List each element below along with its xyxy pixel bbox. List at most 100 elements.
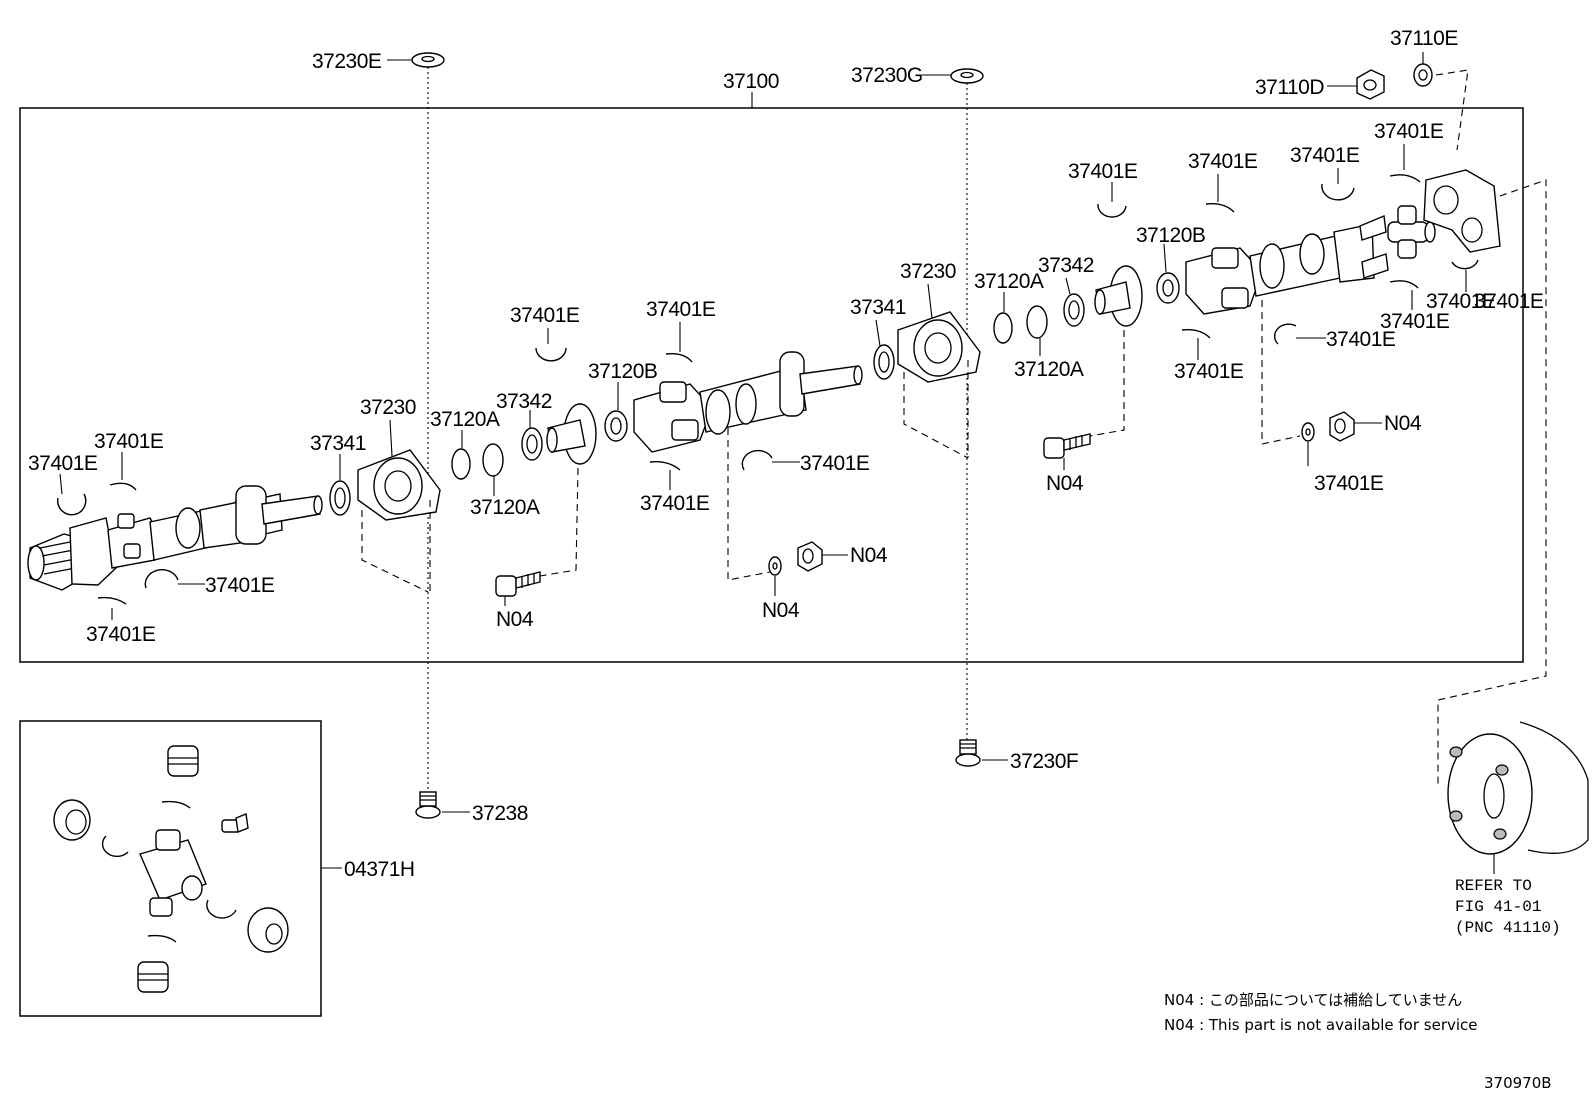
kit-04371h bbox=[53, 745, 342, 993]
label-snap-ring: 37401E bbox=[1068, 160, 1138, 183]
label-n04: N04 bbox=[1046, 472, 1084, 495]
label-37100: 37100 bbox=[723, 70, 779, 93]
label-37230f: 37230F bbox=[1010, 750, 1078, 773]
label-snap-ring: 37401E bbox=[800, 452, 870, 475]
label-snap-ring: 37401E bbox=[1374, 120, 1444, 143]
ring-37120a-left bbox=[451, 443, 504, 480]
label-37341-right: 37341 bbox=[850, 296, 906, 319]
snap-ring-10 bbox=[1205, 202, 1235, 213]
snap-ring-14 bbox=[1389, 280, 1419, 289]
refer-text: REFER TO FIG 41-01 (PNC 41110) bbox=[1455, 877, 1561, 937]
label-snap-ring: 37401E bbox=[1290, 144, 1360, 167]
note-en: N04 : This part is not available for ser… bbox=[1164, 1016, 1478, 1034]
washer-n04-rear bbox=[1301, 422, 1315, 442]
bolt-n04-right bbox=[1043, 433, 1091, 459]
ring-37120a-right bbox=[993, 305, 1048, 344]
snap-ring-7 bbox=[649, 460, 681, 471]
bolt-n04-left bbox=[495, 571, 541, 597]
label-37120b-right: 37120B bbox=[1136, 224, 1205, 247]
differential-flange bbox=[1447, 721, 1589, 874]
label-snap-ring: 37401E bbox=[28, 452, 98, 475]
snap-ring-4 bbox=[97, 596, 127, 605]
flange-left bbox=[539, 403, 597, 577]
nut-n04-rear bbox=[1329, 411, 1355, 442]
snap-ring-3 bbox=[144, 569, 179, 589]
label-snap-ring: 37401E bbox=[640, 492, 710, 515]
note-jp: N04 : この部品については補給していません bbox=[1164, 991, 1462, 1009]
front-propeller-shaft bbox=[27, 485, 323, 591]
snap-ring-1 bbox=[57, 493, 87, 516]
snap-ring-2 bbox=[109, 482, 137, 491]
bolt-37238 bbox=[415, 791, 470, 819]
center-propeller-shaft bbox=[633, 351, 863, 453]
part-labels: 37230E 37100 37230G 37110E 37110D 37401E… bbox=[28, 27, 1544, 881]
label-37342-left: 37342 bbox=[496, 390, 552, 413]
svg-text:REFER TO: REFER TO bbox=[1455, 877, 1532, 895]
label-snap-ring: 37401E bbox=[1426, 290, 1496, 313]
label-37238: 37238 bbox=[472, 802, 528, 825]
dash-rear-2 bbox=[1261, 300, 1301, 445]
label-snap-ring: 37401E bbox=[1188, 150, 1258, 173]
snap-ring-12 bbox=[1389, 174, 1421, 183]
bearing-37342-right bbox=[1063, 293, 1085, 327]
figure-code: 370970B bbox=[1484, 1074, 1552, 1092]
label-snap-ring: 37401E bbox=[510, 304, 580, 327]
snap-ring-5 bbox=[535, 347, 567, 362]
snap-ring-9 bbox=[1097, 203, 1127, 218]
washer-n04-mid bbox=[768, 556, 782, 576]
snap-ring-16 bbox=[1273, 323, 1297, 345]
bearing-37341-right bbox=[873, 344, 895, 380]
label-snap-ring: 37401E bbox=[205, 574, 275, 597]
spider-rear bbox=[1387, 205, 1436, 259]
label-snap-ring: 37401E bbox=[1380, 310, 1450, 333]
label-37120a-left-2: 37120A bbox=[470, 496, 540, 519]
svg-text:FIG 41-01: FIG 41-01 bbox=[1455, 898, 1541, 916]
nut-37110d bbox=[1327, 69, 1385, 100]
label-37230-left: 37230 bbox=[360, 396, 416, 419]
nut-n04-mid bbox=[797, 541, 823, 572]
label-snap-ring: 37401E bbox=[86, 623, 156, 646]
snap-ring-11 bbox=[1321, 183, 1355, 201]
label-37120b-left: 37120B bbox=[588, 360, 657, 383]
seal-37120b-left bbox=[604, 410, 628, 442]
service-notes: N04 : この部品については補給していません N04 : This part … bbox=[1164, 991, 1478, 1034]
label-snap-ring: 37401E bbox=[94, 430, 164, 453]
label-37342-right: 37342 bbox=[1038, 254, 1094, 277]
svg-text:(PNC 41110): (PNC 41110) bbox=[1455, 919, 1561, 937]
washer-37230g bbox=[922, 68, 984, 740]
dash-mid-1 bbox=[727, 428, 771, 581]
label-37120a-right: 37120A bbox=[974, 270, 1044, 293]
label-04371h: 04371H bbox=[344, 858, 415, 881]
label-n04: N04 bbox=[850, 544, 888, 567]
label-37230e: 37230E bbox=[312, 50, 382, 73]
main-assembly-frame bbox=[19, 107, 1524, 663]
seal-37120b-right bbox=[1156, 272, 1180, 304]
label-37230g: 37230G bbox=[851, 64, 923, 87]
dash-rear bbox=[1437, 179, 1547, 786]
flange-right bbox=[1089, 265, 1143, 437]
snap-ring-13 bbox=[1181, 328, 1211, 339]
label-snap-ring: 37401E bbox=[1174, 360, 1244, 383]
label-snap-ring-extra: 37401E bbox=[1474, 290, 1544, 313]
snap-ring-6 bbox=[665, 352, 693, 363]
label-n04: N04 bbox=[1384, 412, 1422, 435]
label-37230-right: 37230 bbox=[900, 260, 956, 283]
label-37120a-right-2: 37120A bbox=[1014, 358, 1084, 381]
label-n04: N04 bbox=[496, 608, 534, 631]
center-bearing-37230-right bbox=[897, 311, 981, 459]
label-37110d: 37110D bbox=[1255, 76, 1324, 99]
bearing-37342-left bbox=[521, 427, 543, 461]
label-37120a-left: 37120A bbox=[430, 408, 500, 431]
leader-lines bbox=[59, 144, 1467, 620]
label-n04: N04 bbox=[762, 599, 800, 622]
bearing-37341-left bbox=[329, 480, 351, 516]
washer-37230e bbox=[387, 52, 445, 792]
label-37341-left: 37341 bbox=[310, 432, 366, 455]
label-snap-ring: 37401E bbox=[646, 298, 716, 321]
label-snap-ring: 37401E bbox=[1326, 328, 1396, 351]
snap-ring-15 bbox=[1451, 259, 1479, 270]
label-37110e: 37110E bbox=[1390, 27, 1458, 50]
rear-flange-yoke bbox=[1423, 169, 1501, 253]
center-bearing-37230-left bbox=[357, 449, 441, 594]
